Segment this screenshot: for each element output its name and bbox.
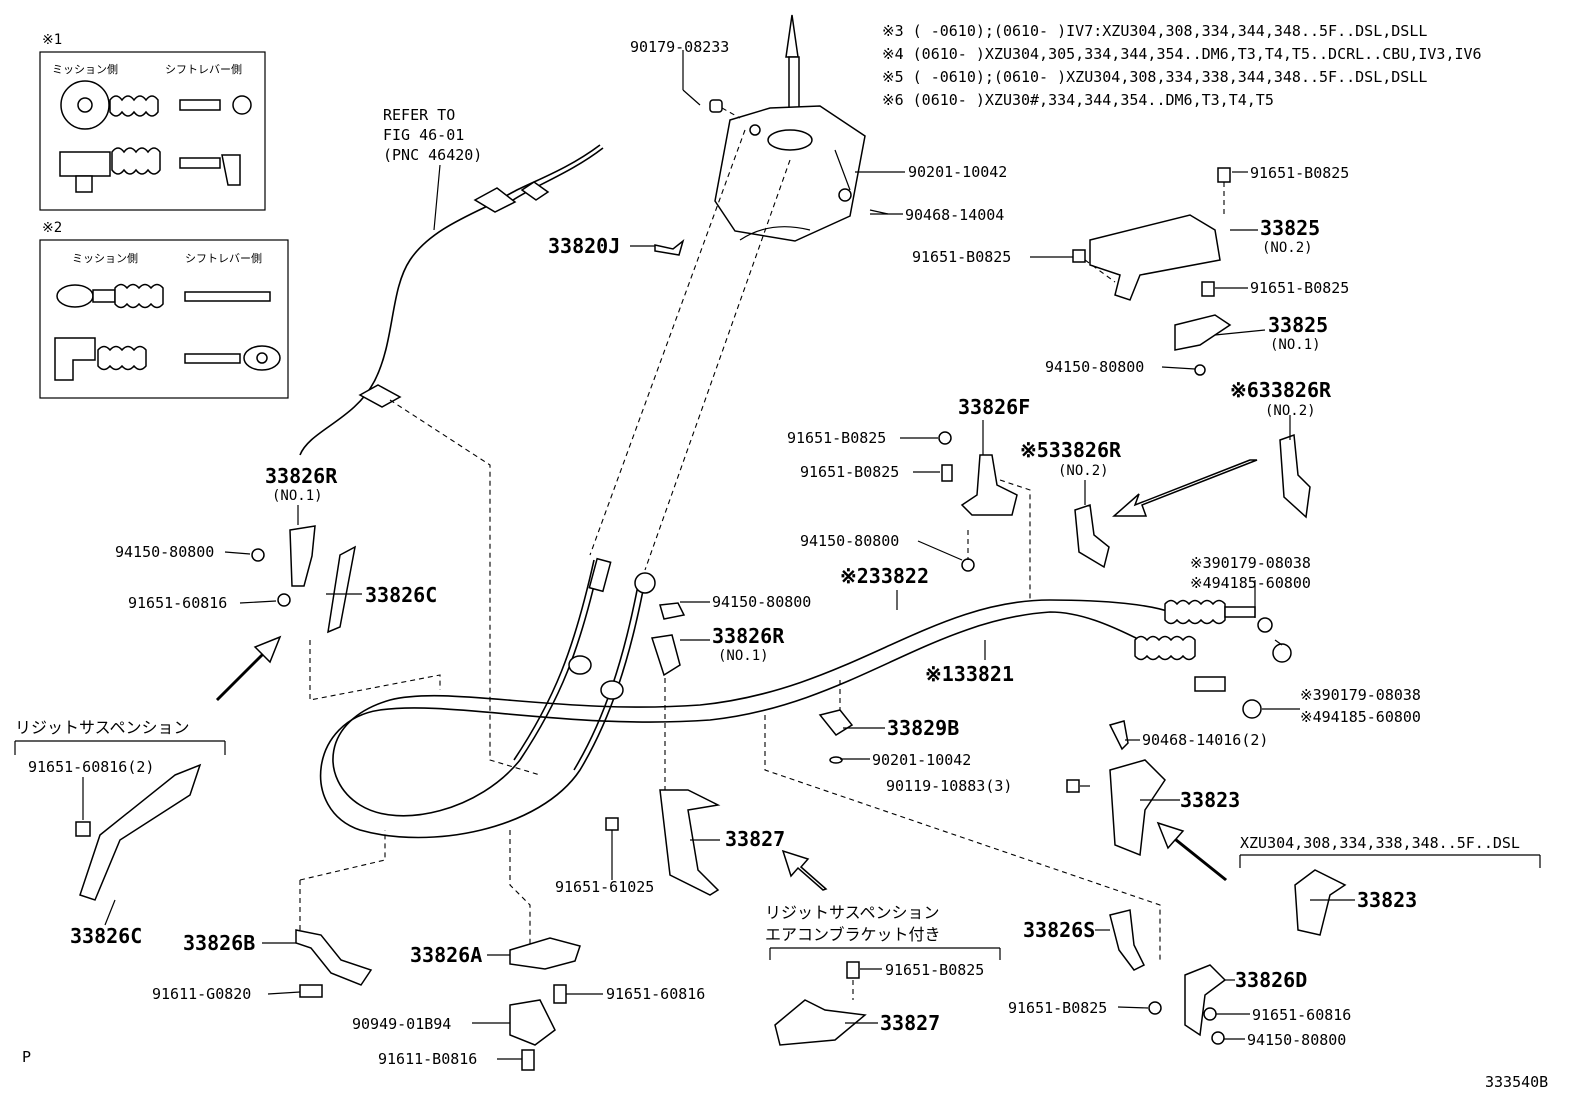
label-91651-B0825-e: 91651-B0825 (800, 463, 899, 481)
label-91651-B0825-g: 91651-B0825 (1008, 999, 1107, 1017)
label-91651-60816-c: 91651-60816 (1252, 1006, 1351, 1024)
label-90201-10042-top: 90201-10042 (908, 163, 1007, 181)
inset-2-left-label: ミッション側 (72, 252, 138, 265)
label-33822: ※233822 (840, 564, 929, 588)
inset-2-right-label: シフトレバー側 (185, 252, 262, 265)
label-94150-80800-a: 94150-80800 (1045, 358, 1144, 376)
label-94150-80800-d: 94150-80800 (712, 593, 811, 611)
label-rigid-suspension-a: リジットサスペンション (15, 718, 190, 737)
label-33825-no2: 33825 (1260, 216, 1320, 240)
inset-1-right-label: シフトレバー側 (165, 63, 242, 76)
label-91651-60816-2: 91651-60816(2) (28, 758, 154, 776)
label-33826A: 33826A (410, 943, 482, 967)
refer-line-1: REFER TO (383, 106, 455, 124)
inset-2-frame (39, 239, 289, 399)
label-90468-14004: 90468-14004 (905, 206, 1004, 224)
label-33826R-no1-mid: 33826R (712, 624, 785, 648)
note-6: ※6 (0610- )XZU30#,334,344,354..DM6,T3,T4… (882, 91, 1274, 109)
label-33826R-5: ※533826R (1020, 438, 1122, 462)
label-91651-B0825-c: 91651-B0825 (1250, 279, 1349, 297)
label-90179-08038-b: ※390179-08038 (1300, 686, 1421, 704)
label-33827-lower: 33827 (880, 1011, 940, 1035)
label-33826R-no1-mid-sub: (NO.1) (718, 648, 769, 664)
label-33826C-upper: 33826C (365, 583, 437, 607)
label-91651-B0825-a: 91651-B0825 (1250, 164, 1349, 182)
cable-ends-transmission (1134, 599, 1292, 719)
label-94150-80800-b: 94150-80800 (800, 532, 899, 550)
label-90179-08233: 90179-08233 (630, 38, 729, 56)
label-33820J: 33820J (548, 234, 620, 258)
note-3: ※3 ( -0610);(0610- )IV7:XZU304,308,334,3… (882, 22, 1427, 40)
label-33827-center: 33827 (725, 827, 785, 851)
label-33826C-lower: 33826C (70, 924, 142, 948)
inset-1: ※1 ミッション側 シフトレバー側 (39, 32, 266, 211)
cable-33821 (319, 579, 1141, 839)
label-33826R-5-sub: (NO.2) (1058, 463, 1109, 479)
figure-code: 333540B (1485, 1073, 1548, 1091)
note-5: ※5 ( -0610);(0610- )XZU304,308,334,338,3… (882, 68, 1427, 86)
label-rigid-suspension-b2: エアコンブラケット付き (765, 925, 941, 944)
label-33825-no1-sub: (NO.1) (1270, 337, 1321, 353)
label-91651-60816-a: 91651-60816 (128, 594, 227, 612)
label-94185-60800-b: ※494185-60800 (1300, 708, 1421, 726)
label-33823-a: 33823 (1180, 788, 1240, 812)
inset-1-left-label: ミッション側 (52, 63, 118, 76)
label-33826B: 33826B (183, 931, 255, 955)
label-91651-B0825-b: 91651-B0825 (912, 248, 1011, 266)
label-33829B: 33829B (887, 716, 959, 740)
label-90201-10042-bottom: 90201-10042 (872, 751, 971, 769)
refer-note: REFER TO FIG 46-01 (PNC 46420) (383, 106, 482, 231)
label-94150-80800-c: 94150-80800 (115, 543, 214, 561)
refer-line-3: (PNC 46420) (383, 146, 482, 164)
inset-2: ※2 ミッション側 シフトレバー側 (39, 220, 289, 399)
label-33826R-6-sub: (NO.2) (1265, 403, 1316, 419)
label-33823-b: 33823 (1357, 888, 1417, 912)
label-91651-61025: 91651-61025 (555, 878, 654, 896)
label-33821: ※133821 (925, 662, 1014, 686)
label-33826R-no1-left-sub: (NO.1) (272, 488, 323, 504)
label-33825-no1: 33825 (1268, 313, 1328, 337)
label-91651-B0825-d: 91651-B0825 (787, 429, 886, 447)
label-90119-10883: 90119-10883(3) (886, 777, 1012, 795)
cable-33822 (332, 559, 1171, 817)
label-rigid-suspension-b1: リジットサスペンション (765, 903, 940, 922)
inset-2-mark: ※2 (42, 220, 62, 236)
label-91611-B0816: 91611-B0816 (378, 1050, 477, 1068)
label-33826R-no1-left: 33826R (265, 464, 338, 488)
label-91611-G0820: 91611-G0820 (152, 985, 251, 1003)
label-33826R-6: ※633826R (1230, 378, 1332, 402)
label-90179-08038-a: ※390179-08038 (1190, 554, 1311, 572)
inset-1-frame (39, 51, 266, 211)
label-94185-60800-a: ※494185-60800 (1190, 574, 1311, 592)
note-4: ※4 (0610- )XZU304,305,334,344,354..DM6,T… (882, 45, 1482, 63)
label-33826S: 33826S (1023, 918, 1095, 942)
label-90468-14016: 90468-14016(2) (1142, 731, 1268, 749)
label-94150-80800-e: 94150-80800 (1247, 1031, 1346, 1049)
label-xzu-variant-note: XZU304,308,334,338,348..5F..DSL (1240, 834, 1520, 852)
label-33825-no2-sub: (NO.2) (1262, 240, 1313, 256)
corner-left-mark: P (22, 1048, 31, 1066)
inset-1-mark: ※1 (42, 32, 62, 48)
label-91651-60816-b: 91651-60816 (606, 985, 705, 1003)
refer-line-2: FIG 46-01 (383, 126, 464, 144)
label-90949-01B94: 90949-01B94 (352, 1015, 451, 1033)
shift-lever-assembly (709, 14, 866, 242)
label-33826D: 33826D (1235, 968, 1307, 992)
applicability-notes: ※3 ( -0610);(0610- )IV7:XZU304,308,334,3… (882, 22, 1482, 109)
label-33826F: 33826F (958, 395, 1030, 419)
label-91651-B0825-f: 91651-B0825 (885, 961, 984, 979)
